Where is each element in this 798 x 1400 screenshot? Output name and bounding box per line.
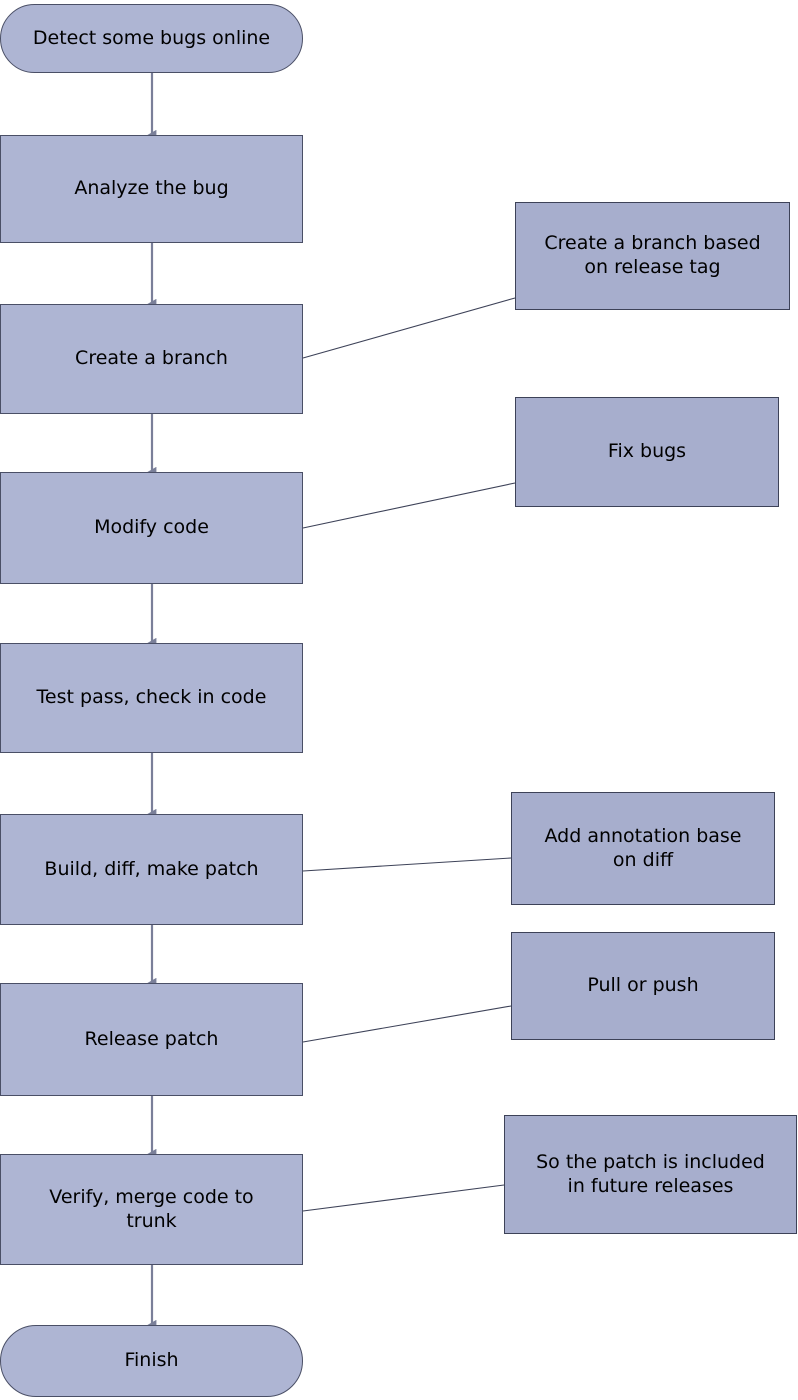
- annotation-box-note-annotation[interactable]: Add annotation base on diff: [511, 792, 775, 905]
- flow-node-label: Finish: [124, 1349, 179, 1372]
- connector-release-note: [302, 1005, 512, 1043]
- flow-node-label: Detect some bugs online: [32, 26, 271, 49]
- flow-node-label: Build, diff, make patch: [44, 857, 259, 880]
- annotation-label: Create a branch based on release tag: [544, 232, 761, 278]
- connector-build-note: [302, 857, 512, 872]
- annotation-connectors: [302, 297, 516, 1212]
- annotation-box-note-pull[interactable]: Pull or push: [511, 932, 775, 1040]
- flow-node-build[interactable]: Build, diff, make patch: [0, 814, 303, 925]
- flow-node-verify[interactable]: Verify, merge code to trunk: [0, 1154, 303, 1265]
- connector-modify-note: [302, 482, 516, 529]
- flow-node-release[interactable]: Release patch: [0, 983, 303, 1096]
- flow-node-label: Create a branch: [75, 347, 228, 370]
- flow-node-label: Test pass, check in code: [36, 686, 267, 709]
- flow-node-label: Release patch: [84, 1027, 219, 1050]
- flow-node-analyze[interactable]: Analyze the bug: [0, 135, 303, 243]
- connector-branch-note: [302, 297, 516, 359]
- flow-node-label: Verify, merge code to trunk: [49, 1185, 254, 1232]
- flow-node-finish[interactable]: Finish: [0, 1325, 303, 1397]
- annotation-label: Fix bugs: [607, 440, 687, 463]
- annotation-label: So the patch is included in future relea…: [536, 1150, 765, 1197]
- annotation-box-note-fix[interactable]: Fix bugs: [515, 397, 779, 507]
- flow-node-branch[interactable]: Create a branch: [0, 304, 303, 414]
- flow-node-label: Modify code: [94, 516, 209, 539]
- annotation-box-note-branch[interactable]: Create a branch based on release tag: [515, 202, 790, 310]
- flow-node-label: Analyze the bug: [74, 177, 229, 200]
- flow-node-start[interactable]: Detect some bugs online: [0, 4, 303, 73]
- flow-node-test[interactable]: Test pass, check in code: [0, 643, 303, 753]
- flow-node-modify[interactable]: Modify code: [0, 472, 303, 584]
- annotation-box-note-future[interactable]: So the patch is included in future relea…: [504, 1115, 797, 1234]
- connector-verify-note: [302, 1184, 505, 1212]
- annotation-label: Add annotation base on diff: [544, 824, 742, 871]
- annotation-label: Pull or push: [587, 974, 699, 997]
